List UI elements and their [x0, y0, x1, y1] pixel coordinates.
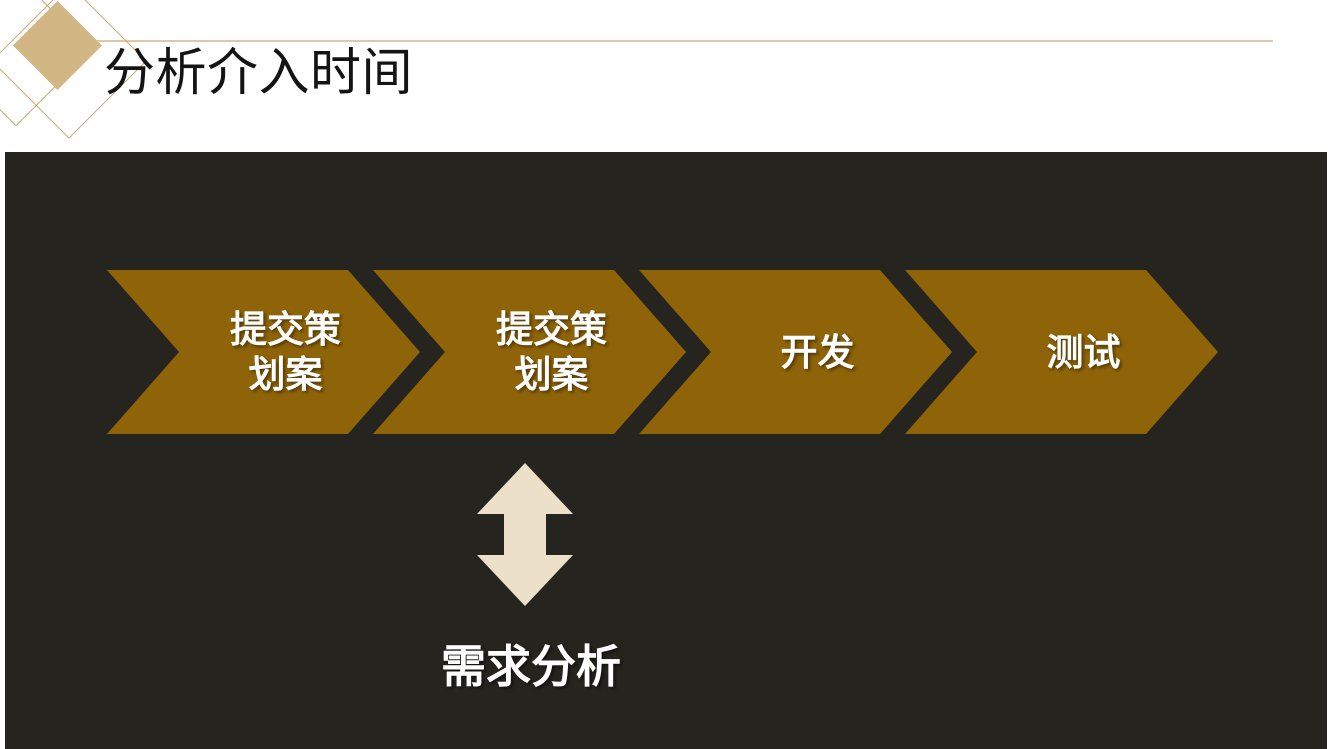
- process-step-2-label: 提交策 划案: [496, 309, 607, 395]
- process-flow-diagram: 提交策 划案 提交策 划案 开发 测试: [5, 152, 1327, 749]
- double-arrow-vertical-icon: [477, 463, 573, 606]
- page-title: 分析介入时间: [104, 44, 414, 101]
- header-divider-rule: [93, 40, 1273, 42]
- slide-header: 分析介入时间: [0, 0, 1332, 152]
- process-step-4-label: 测试: [1046, 331, 1121, 373]
- process-step-3-label: 开发: [780, 331, 855, 373]
- content-panel: 提交策 划案 提交策 划案 开发 测试 需求分析: [5, 152, 1327, 749]
- process-step-1-label: 提交策 划案: [230, 309, 341, 395]
- analysis-caption: 需求分析: [440, 641, 621, 692]
- process-step-1[interactable]: 提交策 划案: [107, 270, 420, 434]
